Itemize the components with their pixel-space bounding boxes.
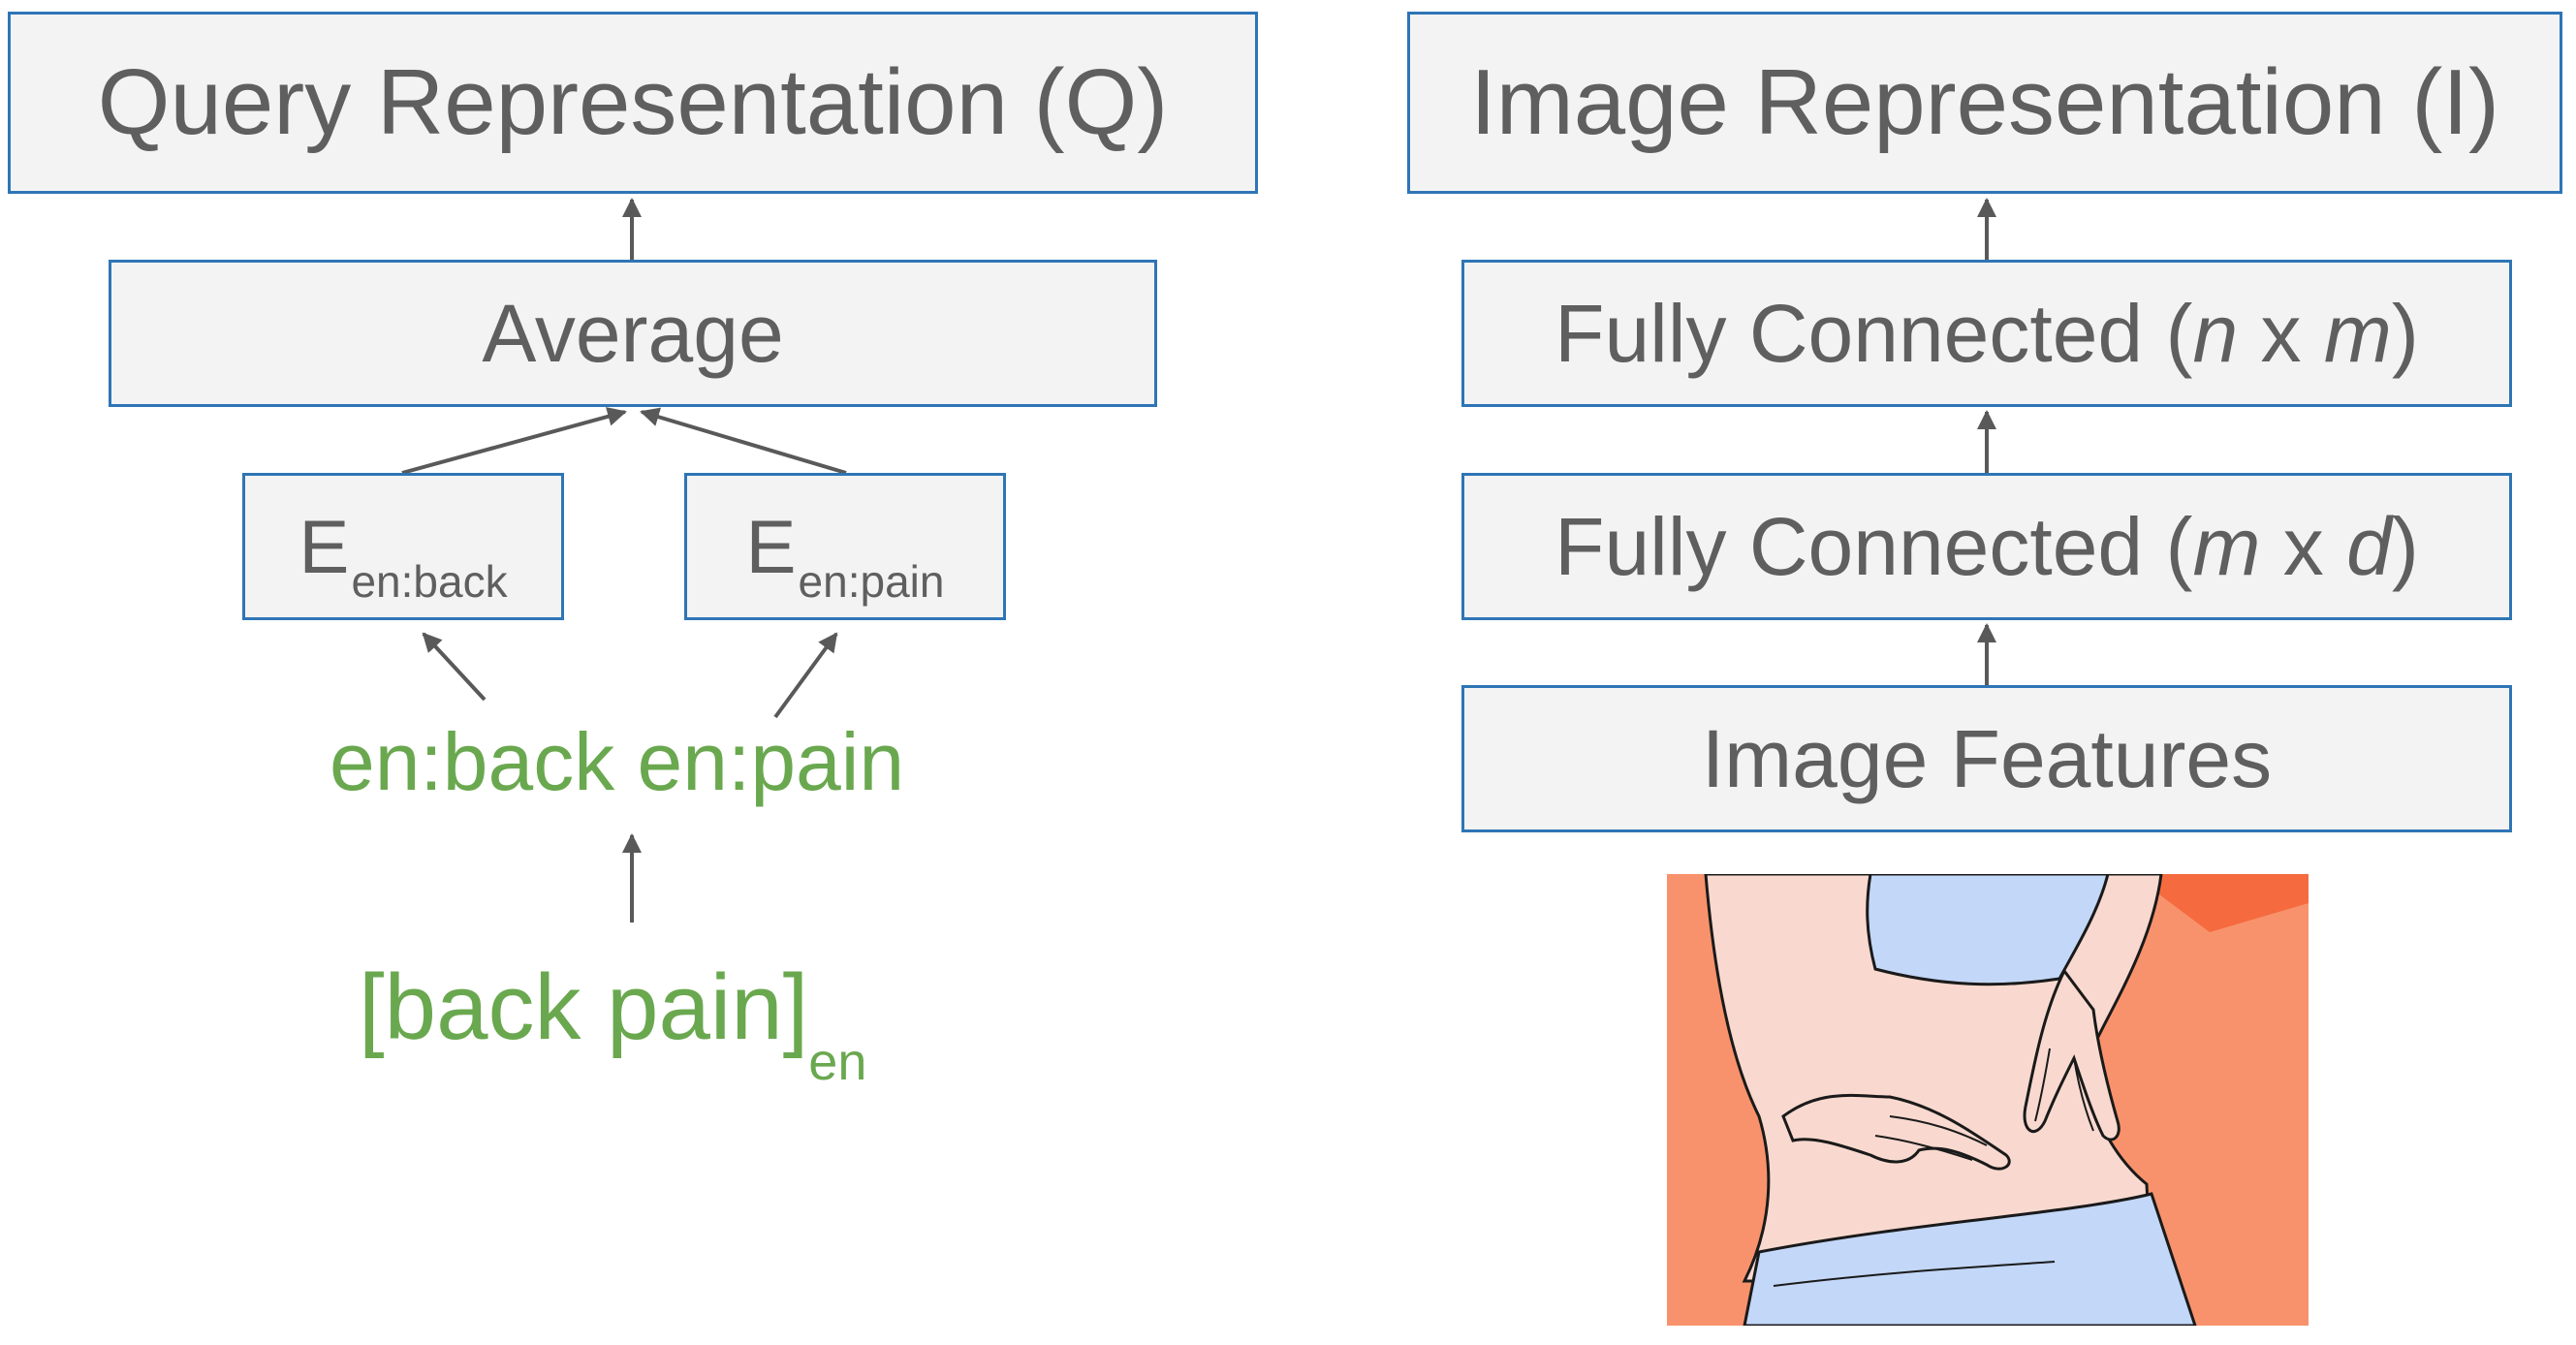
fully-connected-top-box: Fully Connected (n x m) xyxy=(1461,260,2512,407)
arrow-token-to-epain xyxy=(773,632,838,719)
arrow-token-to-eback xyxy=(422,632,487,702)
fc-bottom-label: Fully Connected (m x d) xyxy=(1555,500,2419,592)
average-box: Average xyxy=(109,260,1157,407)
image-features-label: Image Features xyxy=(1701,712,2273,804)
embedding-pain-subscript: en:pain xyxy=(798,556,945,607)
query-subscript: en xyxy=(808,1033,867,1091)
back-pain-illustration xyxy=(1667,874,2309,1326)
image-representation-box: Image Representation (I) xyxy=(1407,12,2562,194)
embedding-back-subscript: en:back xyxy=(351,556,508,607)
query-main: [back pain] xyxy=(359,955,809,1059)
query-representation-label: Query Representation (Q) xyxy=(97,50,1169,154)
query-representation-box: Query Representation (Q) xyxy=(8,12,1258,194)
image-representation-label: Image Representation (I) xyxy=(1470,50,2499,154)
arrow-epain-to-average xyxy=(640,407,847,475)
arrow-eback-to-average xyxy=(401,407,627,475)
embedding-back-letter: E xyxy=(298,503,350,589)
query-text: [back pain]en xyxy=(359,954,866,1091)
embedding-pain-letter: E xyxy=(745,503,797,589)
token-list: en:back en:pain xyxy=(330,716,905,807)
average-label: Average xyxy=(482,287,784,379)
fc-top-label: Fully Connected (n x m) xyxy=(1555,287,2419,379)
fully-connected-bottom-box: Fully Connected (m x d) xyxy=(1461,473,2512,620)
image-features-box: Image Features xyxy=(1461,685,2512,832)
